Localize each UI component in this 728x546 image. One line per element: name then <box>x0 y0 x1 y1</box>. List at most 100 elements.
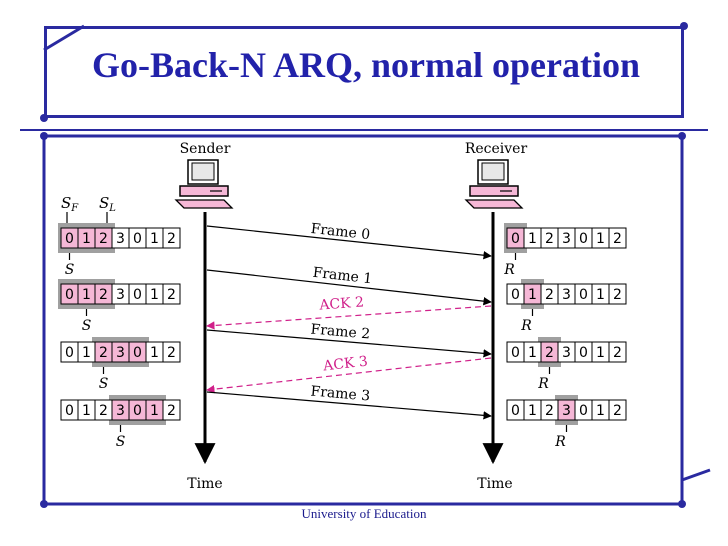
sequence-number: 2 <box>167 231 176 247</box>
footer-credit: University of Education <box>301 506 427 521</box>
sequence-number: 0 <box>65 345 74 361</box>
frame-label: Frame 3 <box>310 384 371 405</box>
sequence-number: 0 <box>579 403 588 419</box>
sequence-number: 3 <box>116 231 125 247</box>
corner-dot-tr <box>678 132 686 140</box>
expected-frame-pointer-label: R <box>503 262 515 278</box>
receiver-label: Receiver <box>465 141 528 157</box>
ack-line <box>206 305 492 330</box>
sequence-number: 0 <box>579 231 588 247</box>
sequence-number: 2 <box>545 287 554 303</box>
ack-line <box>206 357 492 394</box>
corner-dot-title-bl <box>40 114 48 122</box>
title-corner-accent <box>43 24 85 52</box>
sequence-cell <box>608 283 627 305</box>
expected-frame-pointer-label: R <box>520 318 532 334</box>
sequence-number: 2 <box>545 345 554 361</box>
frame-arrow: Frame 1 <box>206 265 492 306</box>
svg-text:SL: SL <box>99 194 116 214</box>
sequence-number: 1 <box>82 287 91 303</box>
sequence-cell <box>162 227 181 249</box>
sequence-number: 1 <box>150 345 159 361</box>
next-frame-pointer-label: S <box>116 434 126 450</box>
sequence-number: 2 <box>167 345 176 361</box>
corner-dot-title-tr <box>680 22 688 30</box>
receiver-time-label: Time <box>477 476 512 492</box>
slide-title: Go-Back-N ARQ, normal operation <box>92 45 640 85</box>
corner-dot-bl <box>40 500 48 508</box>
frame-line <box>206 269 492 306</box>
sequence-number: 1 <box>596 403 605 419</box>
sequence-number: 2 <box>545 231 554 247</box>
sequence-number: 2 <box>613 403 622 419</box>
sequence-number: 0 <box>511 403 520 419</box>
sf-letter: S <box>61 194 71 212</box>
sender-computer-icon <box>174 159 234 209</box>
sequence-number: 0 <box>133 345 142 361</box>
frame-label: Frame 0 <box>310 221 371 243</box>
sequence-number: 3 <box>562 345 571 361</box>
sequence-number: 0 <box>579 345 588 361</box>
sequence-number: 2 <box>167 287 176 303</box>
sequence-number: 3 <box>562 231 571 247</box>
sequence-number: 0 <box>65 231 74 247</box>
sequence-number: 3 <box>116 287 125 303</box>
sequence-cell <box>608 399 627 421</box>
sequence-number: 1 <box>82 345 91 361</box>
sequence-number: 1 <box>82 403 91 419</box>
sequence-number: 1 <box>528 287 537 303</box>
next-frame-pointer-label: S <box>99 376 109 392</box>
sequence-number: 0 <box>511 231 520 247</box>
frame-arrow: Frame 0 <box>206 221 492 260</box>
frame-label: Frame 2 <box>310 322 371 343</box>
frame-arrow: Frame 2 <box>206 322 492 358</box>
next-frame-pointer-label: S <box>65 262 75 278</box>
sequence-number: 1 <box>596 231 605 247</box>
expected-frame-pointer-label: R <box>537 376 549 392</box>
sequence-number: 0 <box>133 287 142 303</box>
sequence-cell <box>162 399 181 421</box>
sf-pointer-label: SF <box>61 194 79 224</box>
sender-label: Sender <box>180 141 231 157</box>
sequence-number: 3 <box>116 345 125 361</box>
sequence-number: 2 <box>613 345 622 361</box>
sequence-number: 1 <box>596 287 605 303</box>
sequence-number: 3 <box>562 403 571 419</box>
sequence-cell <box>162 283 181 305</box>
sequence-number: 2 <box>545 403 554 419</box>
frame-arrow: Frame 3 <box>206 384 492 420</box>
sequence-number: 0 <box>511 345 520 361</box>
frame-label: Frame 1 <box>312 265 373 288</box>
sequence-number: 0 <box>579 287 588 303</box>
frame-line <box>206 391 492 420</box>
sequence-cell <box>608 227 627 249</box>
sequence-number: 1 <box>528 231 537 247</box>
sequence-number: 1 <box>150 231 159 247</box>
sequence-number: 0 <box>65 403 74 419</box>
ack-arrow: ACK 3 <box>206 354 492 394</box>
sequence-number: 2 <box>613 231 622 247</box>
sequence-number: 0 <box>133 231 142 247</box>
corner-dot-br <box>678 500 686 508</box>
sequence-number: 1 <box>150 403 159 419</box>
ack-label: ACK 3 <box>321 354 368 375</box>
ack-arrow: ACK 2 <box>206 294 492 330</box>
frame-line <box>206 225 492 260</box>
sequence-number: 2 <box>167 403 176 419</box>
svg-text:SF: SF <box>61 194 79 214</box>
sequence-number: 3 <box>562 287 571 303</box>
sequence-number: 2 <box>99 403 108 419</box>
sequence-number: 1 <box>528 403 537 419</box>
frame-corner-accent <box>681 468 711 482</box>
sequence-number: 2 <box>99 345 108 361</box>
sequence-cell <box>162 341 181 363</box>
